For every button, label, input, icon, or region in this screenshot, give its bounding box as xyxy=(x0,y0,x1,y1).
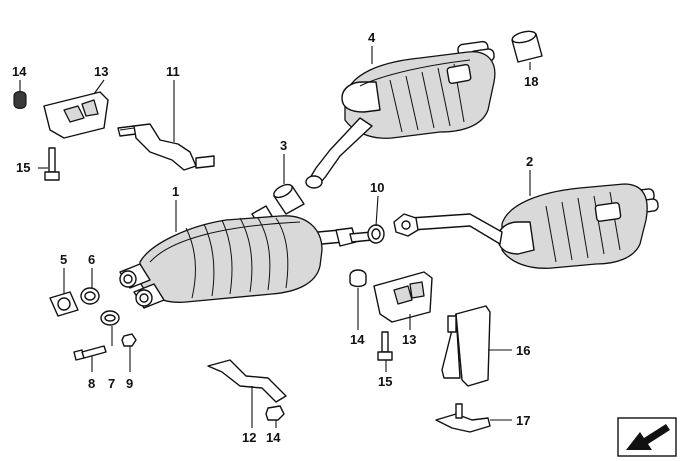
callout-17: 17 xyxy=(516,413,530,428)
nut-9 xyxy=(121,333,137,347)
hanger-bracket-upper xyxy=(43,91,109,139)
bolt-8 xyxy=(73,345,107,361)
bracket-11 xyxy=(117,123,215,171)
bolt-15-upper xyxy=(44,147,60,181)
hanger-16 xyxy=(441,305,491,387)
callout-11: 11 xyxy=(166,64,180,79)
clamp-ring-7 xyxy=(100,310,120,326)
rubber-mount-14-mid xyxy=(349,269,367,288)
callout-9: 9 xyxy=(126,376,133,391)
clamp-ring-6 xyxy=(80,287,100,305)
clamp-ring-10 xyxy=(367,224,385,244)
nut-14-lower xyxy=(265,405,285,421)
leader-lines xyxy=(19,46,531,428)
rear-muffler-upper xyxy=(305,40,496,189)
callout-13-mid: 13 xyxy=(402,332,416,347)
callout-18: 18 xyxy=(524,74,538,89)
callout-7: 7 xyxy=(108,376,115,391)
bracket-12 xyxy=(207,359,287,403)
connecting-sleeve xyxy=(273,183,305,215)
callout-14-mid: 14 xyxy=(350,332,365,347)
center-muffler xyxy=(119,205,373,309)
flange-gasket-5 xyxy=(49,291,79,317)
callout-10: 10 xyxy=(370,180,384,195)
callout-6: 6 xyxy=(88,252,95,267)
callout-16: 16 xyxy=(516,343,530,358)
rear-muffler-right xyxy=(393,183,659,269)
tailpipe-sleeve xyxy=(511,30,543,63)
callout-4: 4 xyxy=(368,30,376,45)
callout-14-lower: 14 xyxy=(266,430,281,445)
rubber-mount-14-upper xyxy=(13,90,27,110)
callout-5: 5 xyxy=(60,252,67,267)
hanger-bracket-mid xyxy=(373,271,433,323)
callout-15-mid: 15 xyxy=(378,374,392,389)
callout-2: 2 xyxy=(526,154,533,169)
callout-12: 12 xyxy=(242,430,256,445)
callout-15-upper: 15 xyxy=(16,160,30,175)
callout-14-upper: 14 xyxy=(12,64,27,79)
callout-13-upper: 13 xyxy=(94,64,108,79)
clip-17 xyxy=(435,403,491,433)
callout-8: 8 xyxy=(88,376,95,391)
callout-1: 1 xyxy=(172,184,179,199)
callouts: 14 13 11 15 4 18 3 2 10 1 5 6 8 7 9 14 1… xyxy=(12,30,538,445)
direction-arrow-icon xyxy=(617,417,677,457)
bolt-15-mid xyxy=(377,331,393,361)
callout-3: 3 xyxy=(280,138,287,153)
